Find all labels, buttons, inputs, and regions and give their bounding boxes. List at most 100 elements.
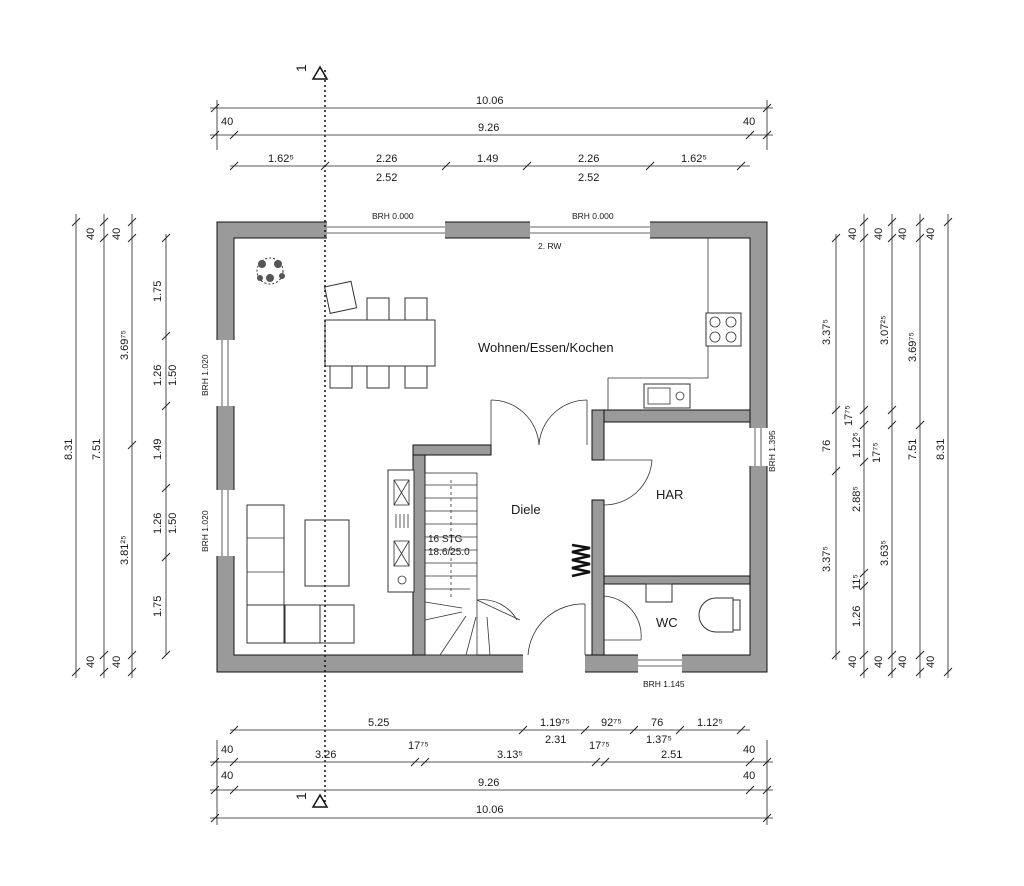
dining-table-icon	[324, 319, 436, 367]
dim-top-wall-right: 40	[743, 116, 755, 128]
dim-right-seg2: 1.26	[851, 606, 863, 627]
dim-overall-bottom: 10.06	[476, 804, 504, 816]
dim-right-seg4: 40	[925, 228, 937, 240]
brh-label: BRH 1.395	[767, 430, 777, 472]
dim-top-inner: 9.26	[478, 122, 499, 134]
dim-right-seg2: 17⁷⁵	[843, 405, 855, 426]
section-marker-top: 1	[293, 64, 309, 72]
dim-bottom-seg2: 40	[743, 744, 755, 756]
sofa-icon	[246, 504, 355, 644]
dimensions-left: 8.31 40 7.51 40 40 3.69⁷⁵ 3.81²⁵ 40 1.75…	[63, 214, 179, 678]
dim-bottom-wall-left: 40	[221, 770, 233, 782]
dim-top-seg: 2.26	[376, 153, 397, 165]
dim-right-seg4: 7.51	[907, 439, 919, 460]
dim-right-seg2: 40	[873, 656, 885, 668]
staircase: 16 STG 18.6/25.0	[424, 472, 521, 656]
dim-overall-left: 8.31	[63, 439, 75, 460]
cabinet-icon	[387, 469, 415, 593]
dim-overall-right: 8.31	[935, 439, 947, 460]
section-arrow-icon	[311, 65, 329, 80]
dim-bottom-seg2: 3.13⁵	[497, 749, 523, 761]
dim-bottom-sub: 1.37⁵	[646, 734, 672, 746]
dim-top-wall-left: 40	[221, 116, 233, 128]
toilet-icon	[698, 597, 734, 633]
dim-bottom-sub: 2.31	[545, 734, 566, 746]
dim-bottom-inner: 9.26	[478, 777, 499, 789]
stairs-label: 16 STG	[428, 534, 463, 545]
dim-right-seg3: 3.07²⁵	[879, 315, 891, 345]
dim-left-seg: 3.69⁷⁵	[119, 330, 131, 360]
dim-right-seg: 40	[847, 228, 859, 240]
dim-bottom-seg: 1.12⁵	[697, 717, 723, 729]
dim-right-seg: 40	[847, 656, 859, 668]
dim-right-seg2: 11⁵	[851, 574, 863, 590]
dim-bottom-seg2: 40	[221, 744, 233, 756]
cooktop-icon	[705, 312, 742, 347]
dim-bottom-seg: 76	[651, 717, 663, 729]
dim-bottom-wall-right: 40	[743, 770, 755, 782]
dim-bottom-seg2: 17⁷⁵	[408, 740, 429, 752]
dim-left-sub: 1.75	[152, 281, 164, 302]
room-label-hall: Diele	[511, 502, 541, 517]
dim-right-seg2: 1.12⁵	[851, 432, 863, 458]
dim-overall-top: 10.06	[476, 95, 504, 107]
room-label-living: Wohnen/Essen/Kochen	[478, 340, 614, 355]
dim-bottom-seg2: 17⁷⁵	[589, 740, 610, 752]
dim-right-seg4: 40	[925, 656, 937, 668]
brh-label: BRH 0.000	[372, 211, 414, 221]
dim-left-wall: 40	[85, 228, 97, 240]
wash-basin-icon	[645, 583, 673, 603]
dim-bottom-seg: 1.19⁷⁵	[540, 717, 570, 729]
plant-icon	[256, 257, 285, 285]
chair-icon	[323, 280, 428, 389]
dim-top-sub: 2.52	[376, 172, 397, 184]
dim-top-sub: 2.52	[578, 172, 599, 184]
kitchen	[607, 238, 742, 410]
interior-walls	[412, 409, 751, 656]
dim-left-sub: 1.49	[152, 439, 164, 460]
dim-top-seg: 1.62⁵	[268, 153, 294, 165]
coffee-table-icon	[304, 519, 350, 587]
dim-right-seg2: 2.88⁵	[851, 486, 863, 512]
dim-left-sub: 1.26	[152, 365, 164, 386]
dim-left-seg: 3.81²⁵	[119, 535, 131, 565]
dining-area	[256, 257, 436, 389]
dim-left-seg: 40	[111, 228, 123, 240]
dimensions-bottom: 5.25 1.19⁷⁵ 92⁷⁵ 76 1.12⁵ 2.31 1.37⁵ 40 …	[210, 717, 773, 825]
dim-left-seg: 40	[111, 656, 123, 668]
dim-right-seg3: 40	[897, 656, 909, 668]
wc-fixtures	[645, 583, 741, 633]
stairs-ratio: 18.6/25.0	[428, 547, 470, 558]
rw-label: 2. RW	[538, 241, 561, 251]
dim-bottom-seg: 92⁷⁵	[601, 717, 622, 729]
dim-left-inner: 7.51	[91, 439, 103, 460]
room-label-wc: WC	[656, 615, 678, 630]
dim-right-seg3: 17⁷⁵	[871, 442, 883, 463]
dim-left-sub: 1.50	[167, 365, 179, 386]
dim-bottom-seg2: 2.51	[661, 749, 682, 761]
dim-right-seg: 3.37⁵	[821, 319, 833, 345]
dim-right-seg2: 40	[873, 228, 885, 240]
dim-left-sub: 1.26	[152, 513, 164, 534]
door-swings	[490, 399, 653, 656]
brh-label: BRH 1.020	[200, 354, 210, 396]
section-arrow-icon	[311, 793, 329, 808]
room-label-utility: HAR	[656, 487, 683, 502]
dim-right-seg3: 40	[897, 228, 909, 240]
dim-top-seg: 2.26	[578, 153, 599, 165]
dimensions-top: 10.06 40 9.26 40 1.62⁵ 2.26 1.49 2.26 1.…	[210, 95, 773, 184]
section-line: 1 1	[293, 64, 329, 808]
radiator-icon	[571, 543, 591, 578]
wall-openings	[216, 221, 768, 673]
dim-bottom-seg2: 3.26	[315, 749, 336, 761]
dim-top-seg: 1.49	[477, 153, 498, 165]
brh-label: BRH 0.000	[572, 211, 614, 221]
living-area	[246, 469, 415, 644]
dim-top-seg: 1.62⁵	[681, 153, 707, 165]
dim-right-seg3: 3.63⁵	[879, 540, 891, 566]
dim-left-sub: 1.50	[167, 513, 179, 534]
brh-label: BRH 1.145	[643, 679, 685, 689]
dim-left-sub: 1.75	[152, 596, 164, 617]
section-marker-bottom: 1	[293, 792, 309, 800]
